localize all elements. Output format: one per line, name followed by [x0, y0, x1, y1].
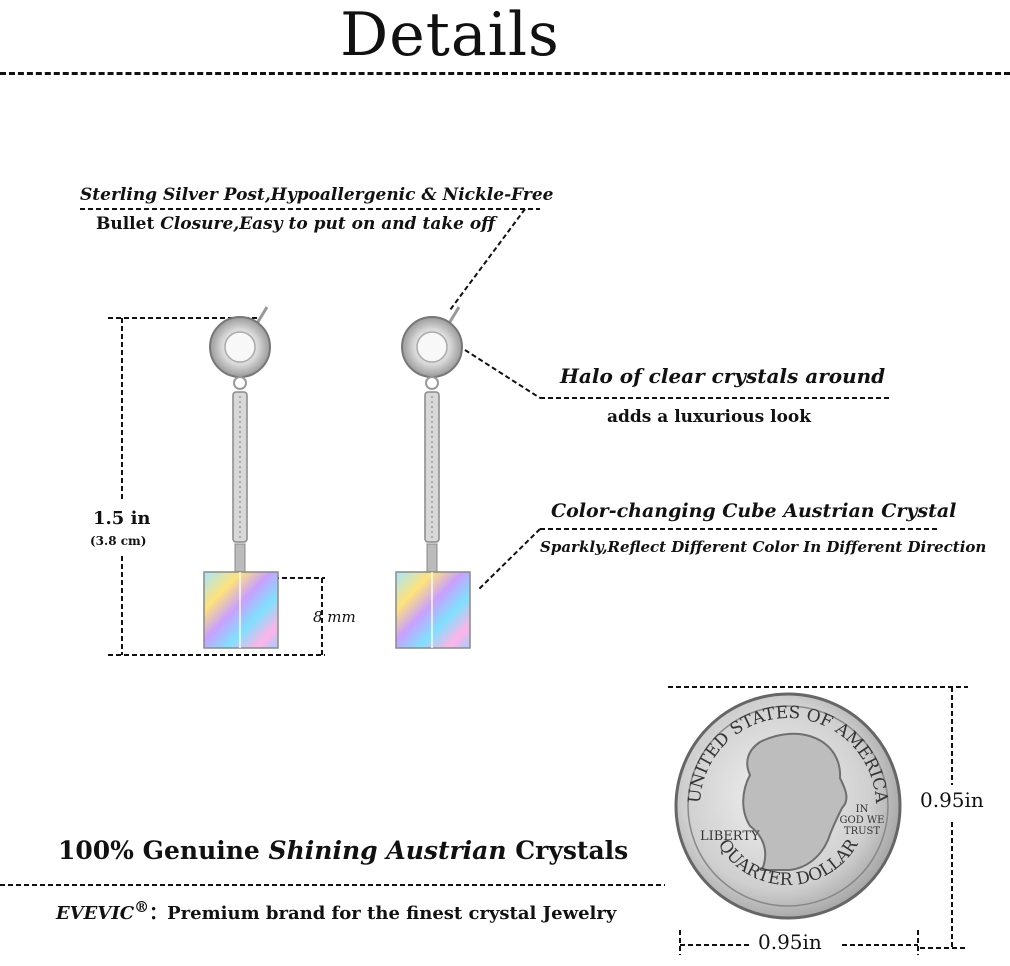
halo-annotation: Halo of clear crystals around: [560, 364, 886, 388]
coin-motto-2: GOD WE: [840, 815, 885, 826]
genuine-crystals-heading: 100% Genuine Shining Austrian Crystals: [58, 836, 628, 865]
coin-motto-1: IN: [856, 804, 869, 815]
genuine-part-1: 100% Genuine: [58, 836, 269, 865]
quarter-coin-icon: [674, 692, 902, 920]
length-cm: (3.8 cm): [90, 534, 147, 548]
halo-subtext: adds a luxurious look: [607, 407, 812, 427]
coin-liberty: LIBERTY: [700, 829, 760, 844]
brand-line: EVEVIC®：Premium brand for the finest cry…: [56, 898, 616, 925]
earring-right: [395, 306, 471, 649]
closure-rest: Closure,Easy to put on and take off: [154, 214, 496, 234]
cube-subtext: Sparkly,Reflect Different Color In Diffe…: [540, 538, 987, 556]
cube-annotation: Color-changing Cube Austrian Crystal: [551, 500, 957, 522]
title-divider: [0, 72, 1010, 75]
coin-height: 0.95in: [920, 788, 984, 812]
brand-registered-mark: ®: [134, 898, 150, 916]
coin-width: 0.95in: [758, 930, 822, 954]
closure-bold-word: Bullet: [96, 214, 155, 234]
post-annotation: Sterling Silver Post,Hypoallergenic & Ni…: [80, 185, 554, 205]
brand-name: EVEVIC: [56, 903, 135, 924]
page-title: Details: [340, 0, 560, 70]
coin-top-text: UNITED STATES OF AMERICA: [685, 703, 891, 805]
earring-left: [203, 306, 279, 649]
genuine-part-3: Crystals: [506, 836, 629, 865]
closure-annotation: Bullet Closure,Easy to put on and take o…: [96, 214, 495, 234]
coin-motto-3: TRUST: [844, 826, 880, 837]
genuine-part-2: Shining Austrian: [268, 836, 507, 865]
cube-size: 8 mm: [313, 608, 356, 626]
brand-tagline: ：Premium brand for the finest crystal Je…: [149, 903, 617, 924]
length-inches: 1.5 in: [93, 508, 151, 529]
